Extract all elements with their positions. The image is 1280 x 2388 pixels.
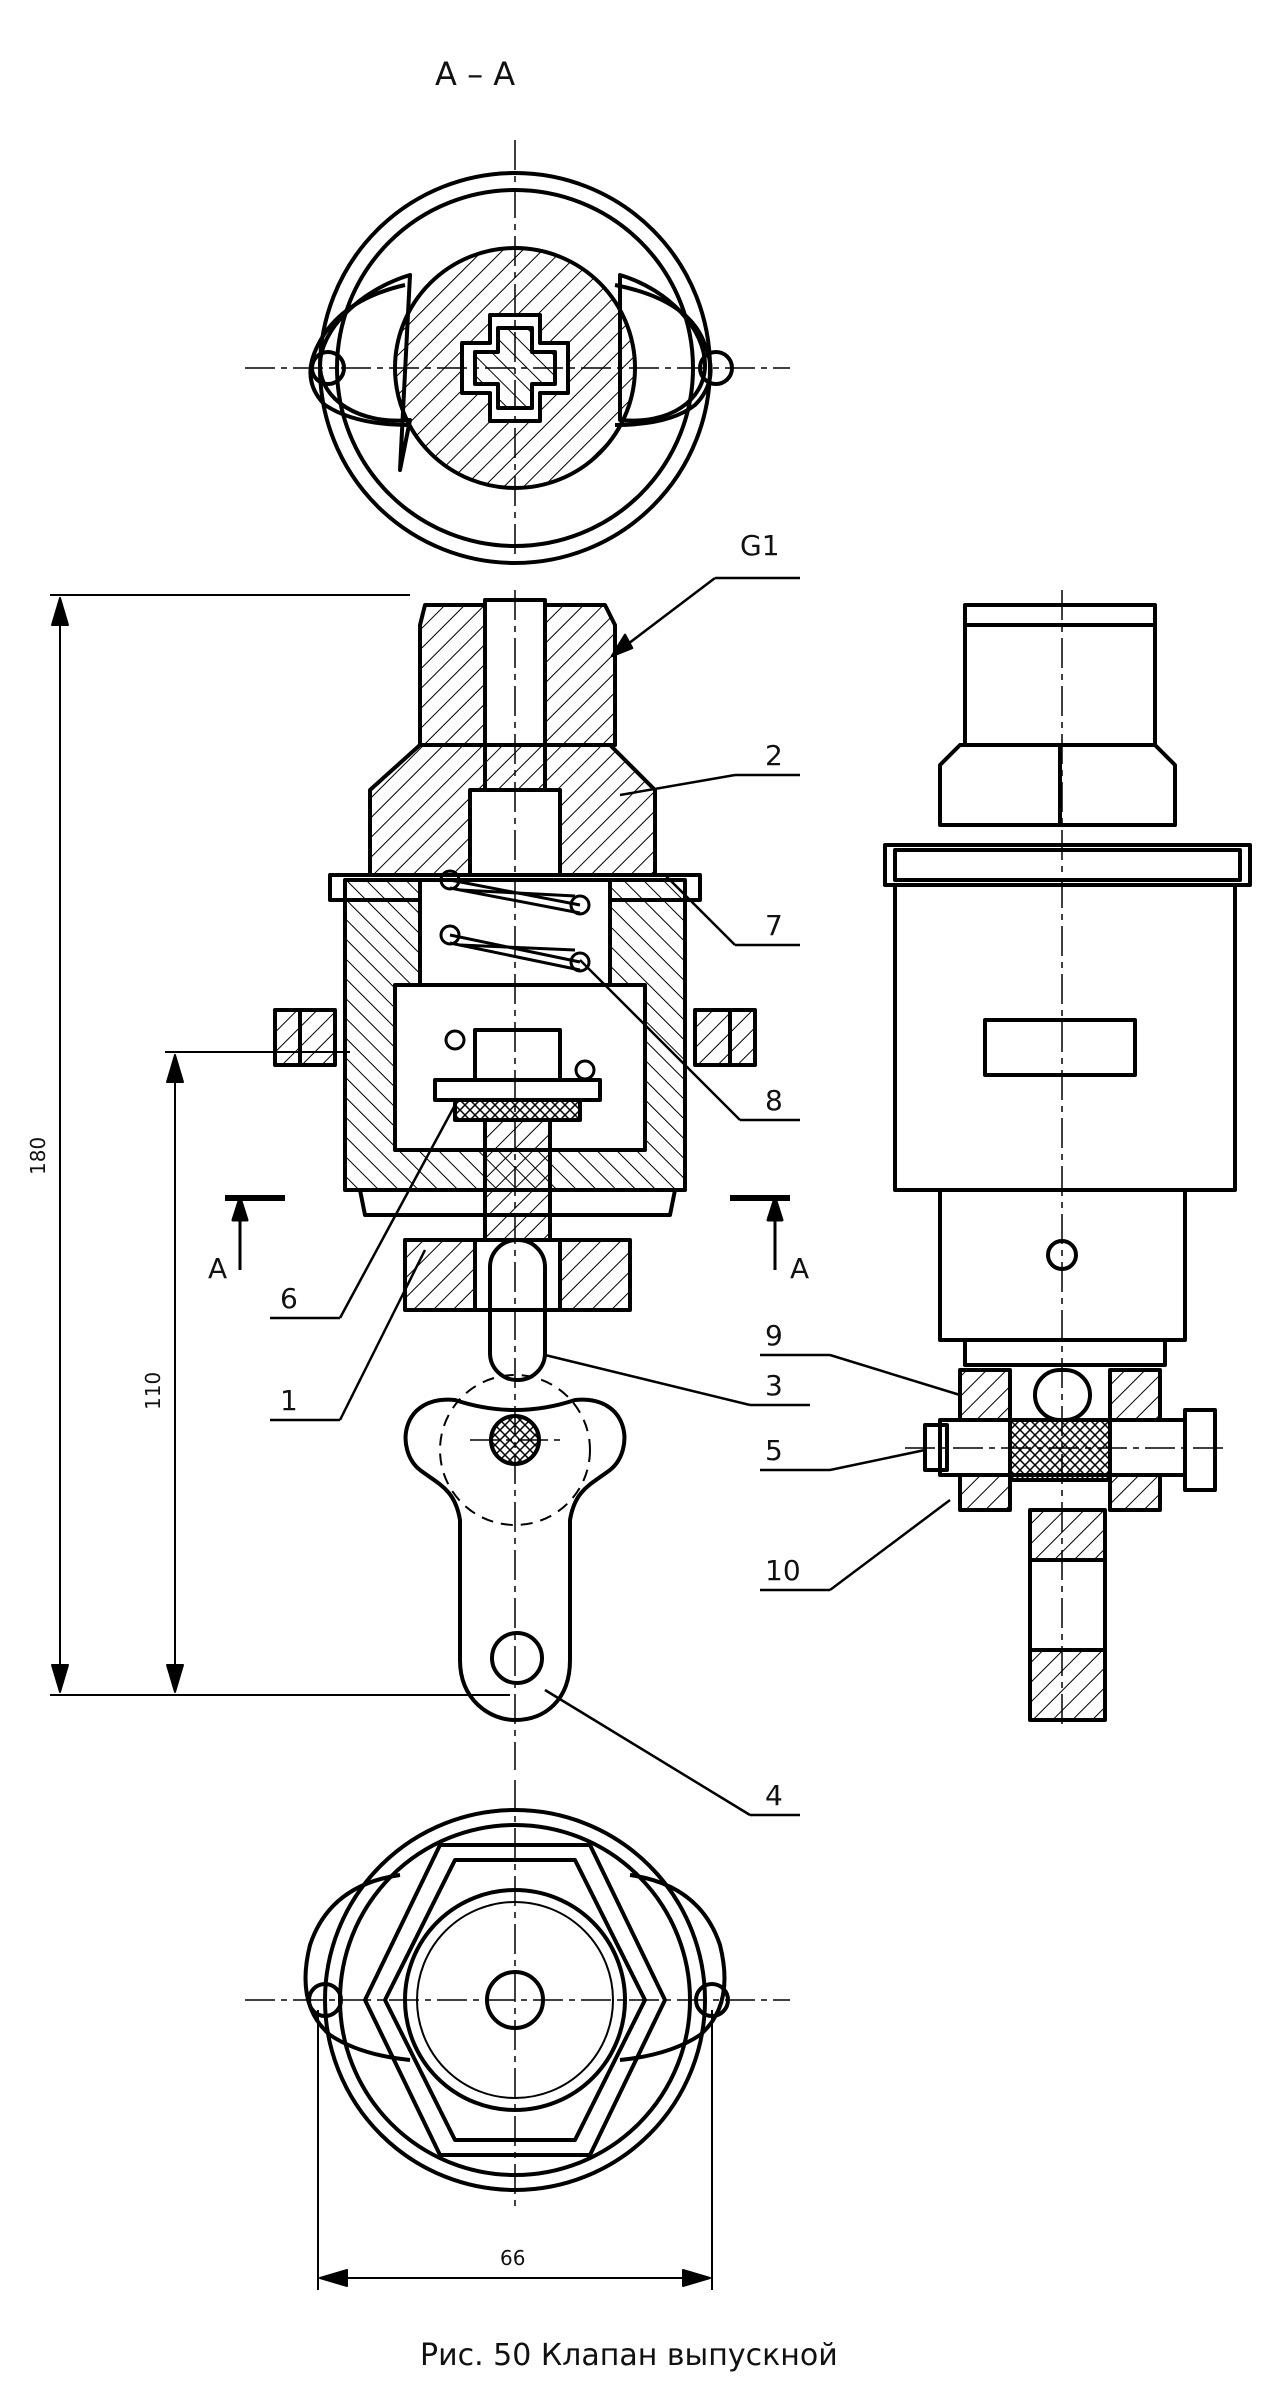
part-number-10: 10 (765, 1554, 801, 1587)
thread-label: G1 (740, 529, 780, 562)
side-view (883, 603, 1252, 1722)
part-number-9: 9 (765, 1319, 783, 1352)
part-number-1: 1 (280, 1384, 298, 1417)
part-number-6: 6 (280, 1282, 298, 1315)
part-number-8: 8 (765, 1084, 783, 1117)
dimension-lever-height: 110 (141, 1372, 165, 1410)
part-number-4: 4 (765, 1779, 783, 1812)
part-number-3: 3 (765, 1369, 783, 1402)
dimension-overall-height: 180 (26, 1137, 50, 1175)
part-number-2: 2 (765, 739, 783, 772)
section-marks (225, 1195, 790, 1270)
dimension-base-width: 66 (500, 2246, 525, 2270)
part-number-7: 7 (765, 909, 783, 942)
figure-caption: Рис. 50 Клапан выпускной (420, 2338, 838, 2373)
section-mark-right: A (790, 1252, 809, 1285)
leader-lines (270, 576, 961, 1817)
part-number-5: 5 (765, 1434, 783, 1467)
dimension-lines (50, 594, 713, 2290)
section-title: A – A (435, 55, 515, 93)
section-mark-left: A (208, 1252, 227, 1285)
